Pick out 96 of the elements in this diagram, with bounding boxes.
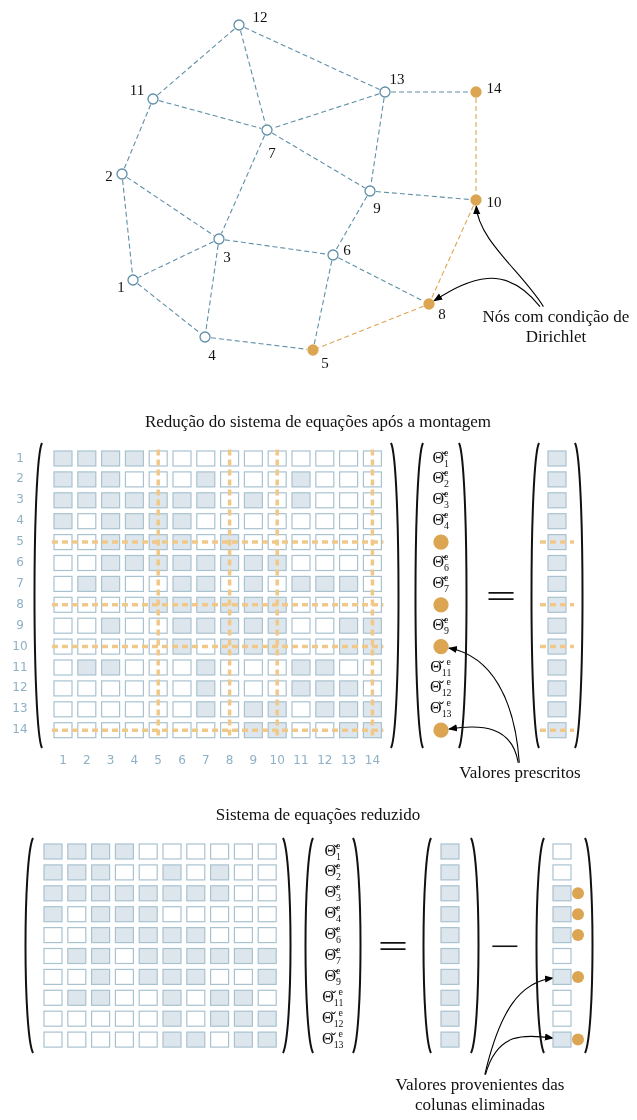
- column-number: 10: [269, 754, 285, 768]
- node-number: 1: [117, 278, 125, 296]
- row-number: 8: [16, 598, 24, 612]
- column-number: 4: [130, 754, 139, 768]
- dashed-line: [390, 91, 471, 93]
- dashed-line: [210, 337, 308, 350]
- mesh-node: [470, 86, 482, 98]
- arrow: [448, 646, 520, 764]
- node-number: 7: [268, 144, 276, 162]
- row-number: 5: [16, 535, 24, 549]
- mesh-node: [147, 93, 159, 105]
- dashed-line: [318, 305, 424, 349]
- node-number: 2: [105, 167, 113, 185]
- column-number: 9: [249, 754, 258, 768]
- equals-sign: =: [376, 923, 410, 967]
- dashed-line: [220, 134, 266, 235]
- dashed-line: [126, 176, 215, 237]
- prescribed-value-dot: [433, 638, 449, 655]
- column-number: 2: [83, 754, 91, 768]
- node-number: 14: [486, 79, 502, 97]
- mesh-node: [199, 331, 211, 343]
- row-number: 9: [16, 619, 24, 633]
- dashed-line: [335, 195, 368, 251]
- column-number: 1: [59, 754, 67, 768]
- mesh-node: [233, 19, 245, 31]
- mesh-node: [379, 86, 391, 98]
- node-number: 6: [343, 241, 351, 259]
- column-number: 11: [293, 754, 309, 768]
- mesh-node: [423, 298, 435, 310]
- arrow: [448, 724, 519, 764]
- column-number: 5: [154, 754, 162, 768]
- dashed-line: [137, 241, 215, 278]
- mesh-node: [364, 185, 376, 197]
- row-number: 12: [12, 681, 28, 695]
- dashed-line: [122, 179, 133, 275]
- mesh-node: [261, 124, 273, 136]
- dashed-line: [430, 204, 475, 300]
- column-number: 8: [225, 754, 234, 768]
- node-number: 11: [129, 81, 145, 99]
- node-number: 3: [223, 248, 231, 266]
- prescribed-value-dot: [433, 534, 449, 550]
- dashed-line: [123, 104, 152, 169]
- row-number: 3: [16, 493, 24, 507]
- dashed-line: [224, 239, 328, 255]
- arrow: [473, 205, 544, 308]
- annotation-text: Nós com condição de Dirichlet: [476, 306, 636, 348]
- arrow: [433, 277, 541, 308]
- mesh-node: [213, 233, 225, 245]
- dashed-line: [243, 26, 381, 91]
- node-number: 5: [321, 354, 329, 372]
- mesh-node: [327, 249, 339, 261]
- vector-entry: [552, 1031, 572, 1048]
- row-number: 11: [12, 660, 28, 675]
- node-number: 12: [252, 8, 268, 26]
- mesh-node: [116, 168, 128, 180]
- node-number: 4: [208, 346, 216, 364]
- arrow: [484, 975, 554, 1076]
- node-number: 8: [438, 305, 446, 323]
- row-number: 1: [16, 451, 24, 466]
- column-number: 12: [317, 754, 333, 768]
- dashed-line: [157, 28, 235, 96]
- node-number: 9: [373, 199, 381, 217]
- row-number: 13: [12, 702, 28, 716]
- column-number: 14: [364, 754, 381, 768]
- heading: Redução do sistema de equações após a montagem: [145, 412, 491, 432]
- row-number: 2: [16, 472, 24, 486]
- mesh-node: [307, 344, 319, 356]
- dashed-line: [313, 260, 333, 345]
- dashed-line: [137, 283, 201, 334]
- row-number: 10: [12, 640, 28, 654]
- column-number: 13: [340, 754, 357, 768]
- prescribed-value-dot: [433, 597, 449, 613]
- row-number: 6: [16, 556, 24, 570]
- heading: Sistema de equações reduzido: [215, 805, 421, 825]
- dashed-line: [158, 100, 262, 129]
- column-number: 7: [202, 754, 210, 768]
- column-number: 6: [178, 754, 186, 768]
- column-number: 3: [106, 754, 115, 768]
- annotation-text: Valores prescritos: [440, 762, 600, 784]
- mesh-node: [127, 274, 139, 286]
- dashed-line: [375, 190, 471, 201]
- equals-sign: =: [484, 573, 518, 617]
- dashed-line: [240, 30, 266, 125]
- minus-sign: −: [488, 923, 522, 967]
- prescribed-value-dot: [433, 722, 449, 738]
- mesh-node: [470, 194, 482, 206]
- arrow: [484, 1033, 554, 1076]
- dashed-line: [205, 244, 219, 332]
- vector-entry: [552, 968, 572, 985]
- annotation-text: Valores provenientes das colunas eliminadas: [375, 1074, 585, 1116]
- dashed-line: [271, 132, 366, 189]
- node-number: 13: [389, 70, 405, 88]
- row-number: 14: [12, 723, 28, 737]
- node-number: 10: [486, 193, 502, 211]
- row-number: 4: [16, 514, 24, 528]
- row-number: 7: [16, 577, 24, 591]
